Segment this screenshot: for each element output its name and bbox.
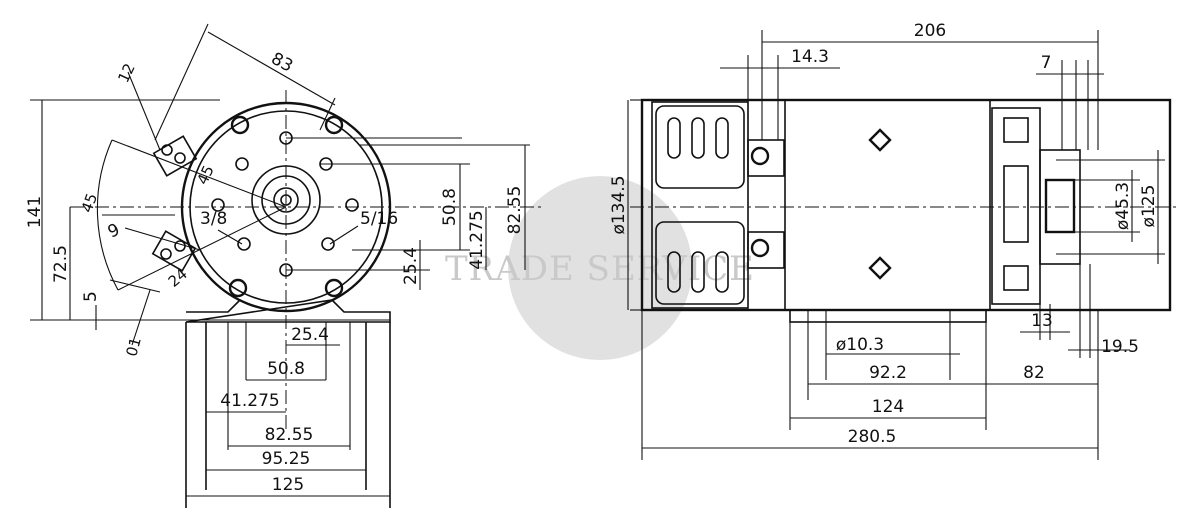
dim-45: 45 [193, 163, 217, 188]
shaft-hub-mid [261, 175, 311, 225]
hole-ll [237, 237, 251, 251]
dim-01: 01 [122, 335, 144, 358]
dim-83-line [207, 31, 336, 106]
shaft [280, 194, 292, 206]
dim-124: 124 [872, 397, 904, 417]
dim-7: 7 [1041, 53, 1052, 73]
dim-19-5: 19.5 [1101, 337, 1139, 357]
front-view: 83 12 45 45 9 24 5 3/8 5/16 141 72.5 50. [25, 23, 545, 508]
watermark-text: TRADE SERVICE [445, 249, 755, 289]
end-cap [651, 101, 749, 309]
rim-bolts [228, 115, 344, 298]
cap-slots-bottom [667, 251, 729, 293]
dim-206: 206 [914, 21, 946, 41]
dim-25-4v: 25.4 [401, 247, 421, 285]
dim-72-5: 72.5 [51, 245, 71, 283]
dim-24: 24 [165, 265, 191, 291]
dim-14-3: 14.3 [791, 47, 829, 67]
cap-vent-bottom [655, 221, 745, 305]
dim-5-16: 5/16 [360, 209, 398, 229]
dim-5: 5 [81, 291, 101, 302]
terminal-top [747, 139, 785, 177]
hole-ul [235, 157, 249, 171]
dim-45-3: ø45.3 [1113, 182, 1133, 230]
cap-slots-top [667, 117, 729, 159]
front-foot [185, 299, 391, 323]
terminal-block-lower [151, 230, 197, 272]
dim-83: 83 [268, 49, 296, 77]
watermark: TRADE SERVICE [445, 176, 755, 360]
dim-25-4h: 25.4 [291, 325, 329, 345]
dim-82-55h: 82.55 [265, 425, 314, 445]
dim-82-55v: 82.55 [505, 186, 525, 235]
dim-141: 141 [25, 196, 45, 228]
hole-right [345, 198, 359, 212]
dim-125-dia: ø125 [1139, 185, 1159, 228]
motor-body-circle [180, 101, 392, 313]
cap-vent-top [655, 105, 745, 189]
svg-text:45: 45 [78, 191, 101, 215]
dim-3-8: 3/8 [200, 209, 227, 229]
shaft-hub-inner [273, 187, 299, 213]
terminal-arc [96, 139, 119, 291]
side-foot [789, 309, 987, 323]
dim-134-5: ø134.5 [609, 175, 629, 234]
dim-82: 82 [1023, 363, 1045, 383]
dim-95-25: 95.25 [262, 449, 311, 469]
hole-lr [321, 237, 335, 251]
dim-9: 9 [105, 220, 123, 243]
body-screw-top [868, 128, 892, 152]
rear-fan [1039, 149, 1081, 265]
body-screw-bottom [868, 256, 892, 280]
dim-50-8h: 50.8 [267, 359, 305, 379]
terminal-bottom [747, 231, 785, 269]
dim-13: 13 [1031, 311, 1053, 331]
dim-41-275v: 41.275 [467, 210, 487, 269]
dim-12: 12 [114, 61, 138, 86]
watermark-disc [508, 176, 692, 360]
dim-50-8v: 50.8 [440, 188, 460, 226]
dim-10-3: ø10.3 [836, 335, 884, 355]
hole-left [211, 198, 225, 212]
dim-92-2: 92.2 [869, 363, 907, 383]
shaft-hub-outer [251, 165, 321, 235]
side-view: 206 14.3 7 ø134.5 ø45.3 ø125 13 19.5 [609, 21, 1180, 460]
dim-280-5: 280.5 [848, 427, 897, 447]
motor-inner-circle [189, 110, 383, 304]
dim-125: 125 [272, 475, 304, 495]
dim-41-275h: 41.275 [220, 391, 279, 411]
rear-bearing-housing [991, 107, 1041, 305]
